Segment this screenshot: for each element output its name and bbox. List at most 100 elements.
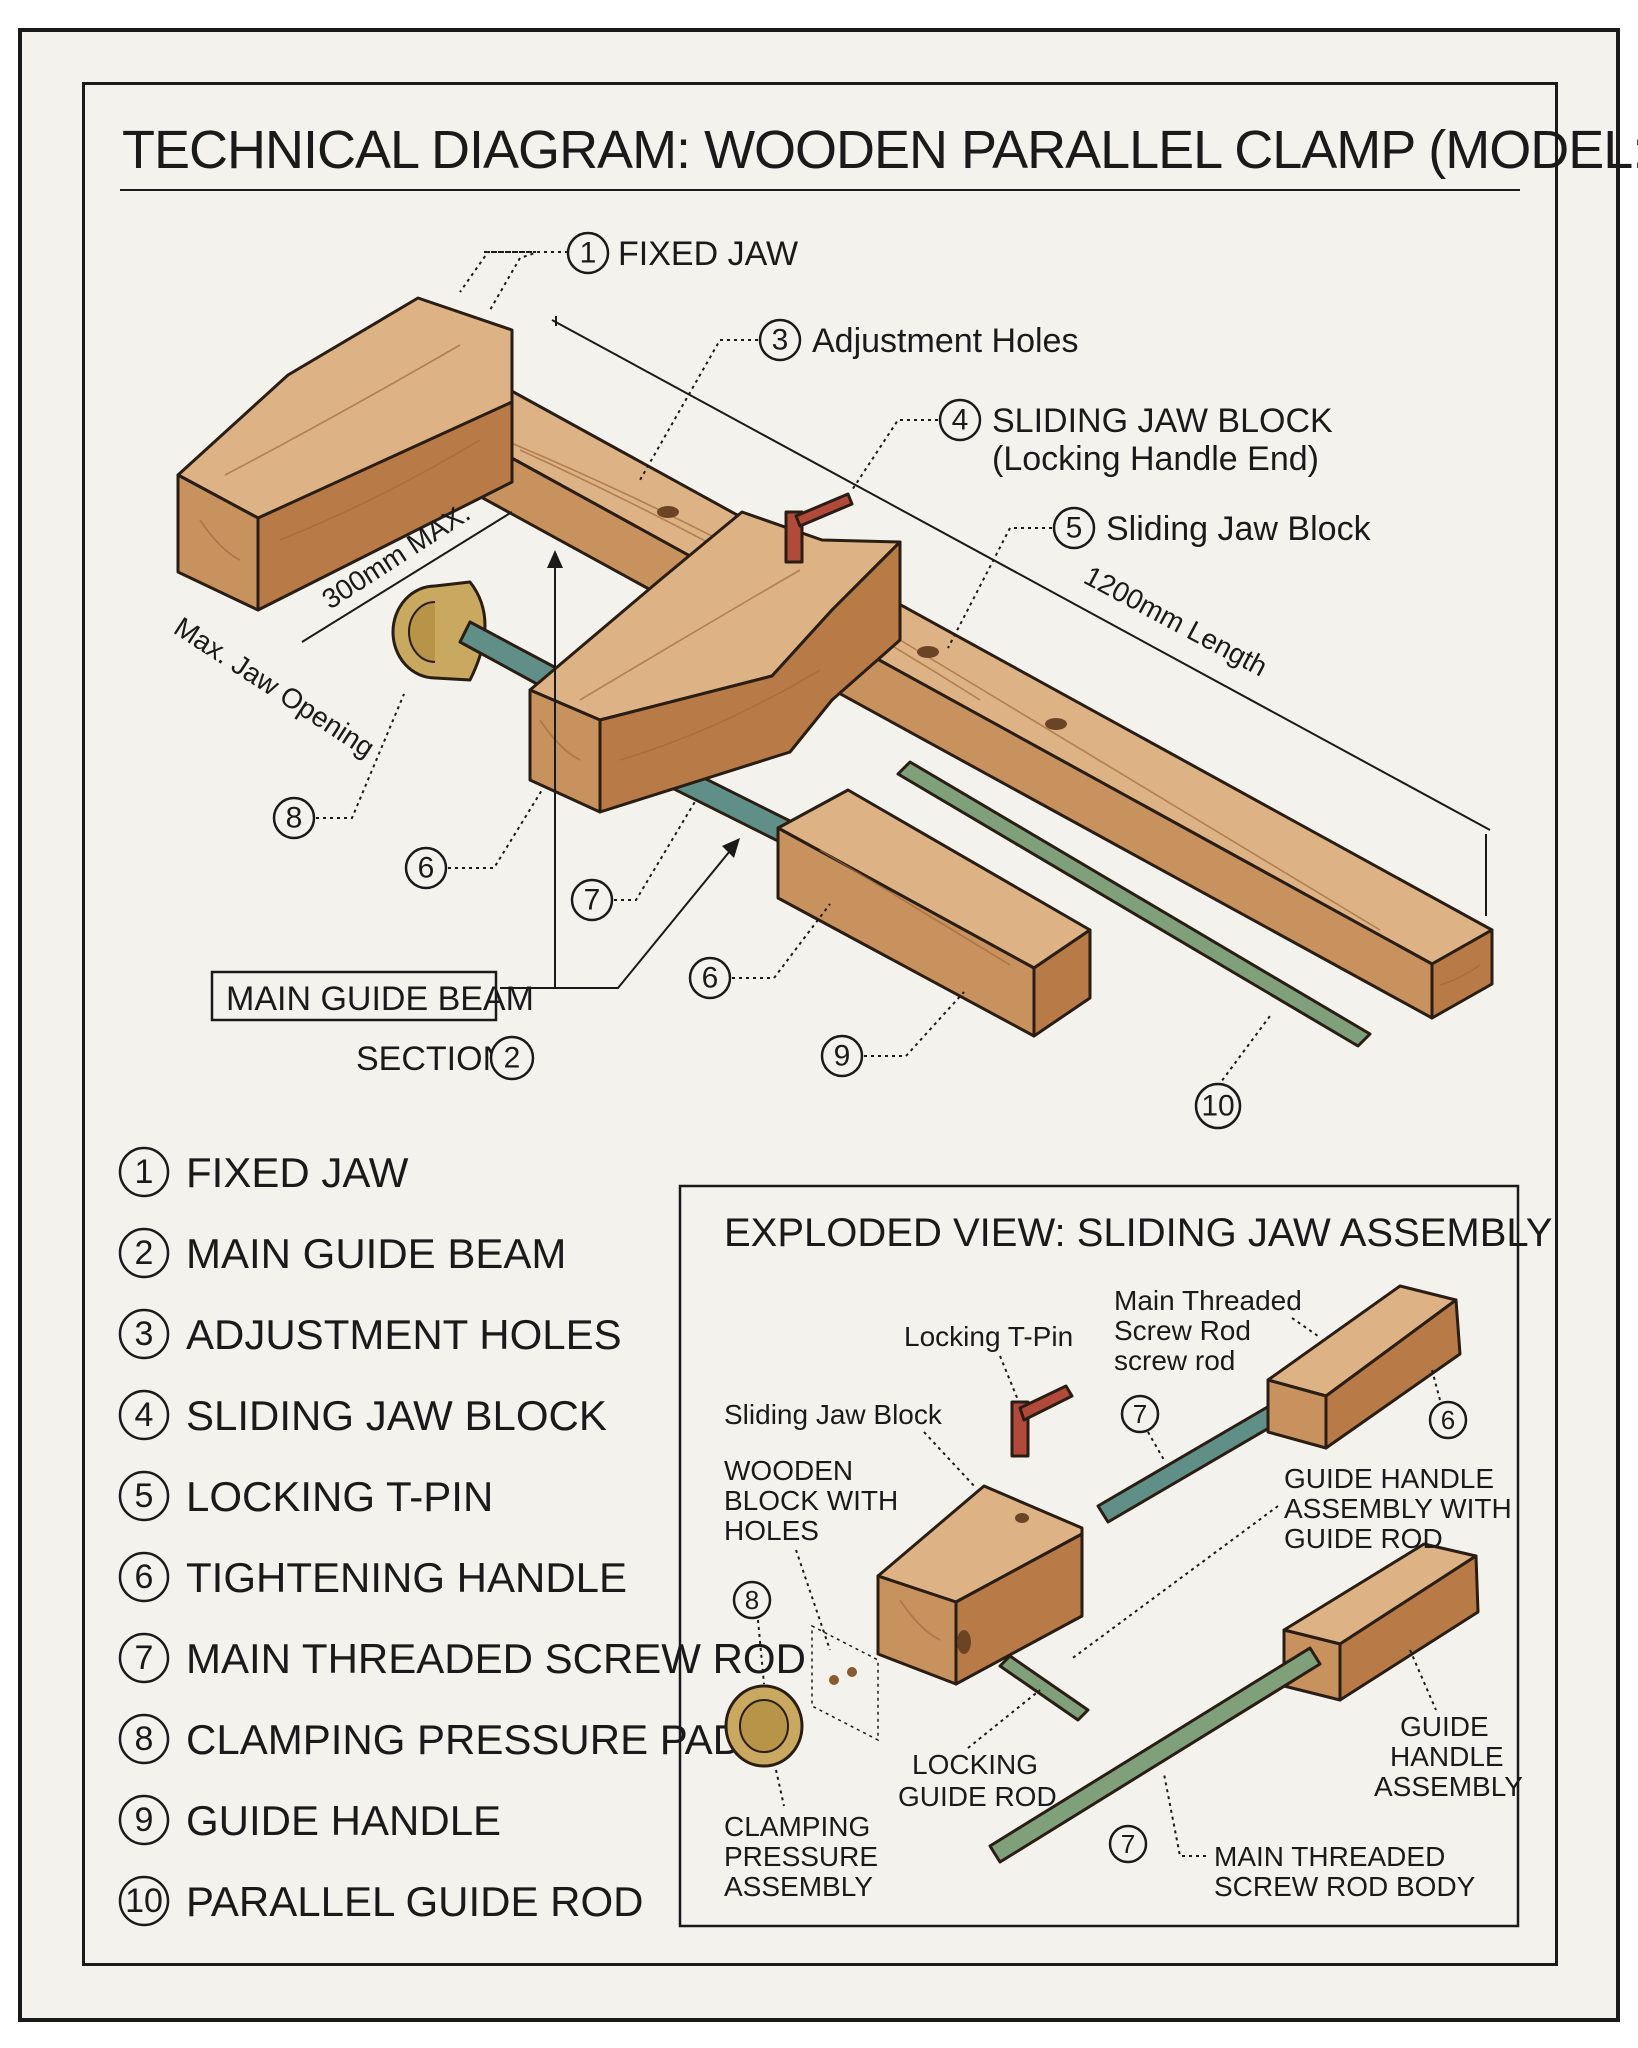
callout-4-num: 4 (952, 404, 969, 437)
exploded-title: EXPLODED VIEW: SLIDING JAW ASSEMBLY (724, 1211, 1552, 1255)
adjustment-hole-3 (1045, 718, 1067, 730)
callout-10-num: 10 (1201, 1090, 1234, 1123)
legend-number-circle (118, 1389, 170, 1441)
exploded-main-threaded-1: Main Threaded (1114, 1285, 1302, 1316)
callout-fixed-jaw: FIXED JAW (618, 235, 798, 273)
exploded-callout-7a: 7 (1133, 1399, 1147, 1429)
legend-number: 2 (135, 1234, 154, 1272)
legend-label: ADJUSTMENT HOLES (186, 1311, 622, 1358)
exploded-guide-handle-3: ASSEMBLY (1374, 1771, 1523, 1802)
legend-number-circle (118, 1713, 170, 1765)
legend-label: CLAMPING PRESSURE PAD (186, 1716, 743, 1763)
exploded-main-threaded-body-1: MAIN THREADED (1214, 1841, 1445, 1872)
pressure-pad-shape (391, 580, 487, 682)
exploded-clamping-3: ASSEMBLY (724, 1871, 873, 1902)
exploded-view-box (678, 1184, 1520, 1928)
exploded-wooden-block-1: WOODEN (724, 1455, 853, 1486)
jaw-dimension-line (301, 511, 513, 643)
legend-label: MAIN THREADED SCREW ROD (186, 1635, 806, 1682)
length-dimension-line (551, 319, 1491, 831)
callout-sliding-jaw-lock-line1: SLIDING JAW BLOCK (992, 402, 1333, 440)
legend-label: PARALLEL GUIDE ROD (186, 1878, 643, 1925)
exploded-jaw-block-shape (876, 1484, 1084, 1686)
exploded-locking-guide-rod-2: GUIDE ROD (898, 1781, 1057, 1812)
fixed-jaw-shape (176, 296, 514, 612)
legend-item: 2 MAIN GUIDE BEAM (118, 1227, 566, 1279)
exploded-guide-handle-with-3: GUIDE ROD (1284, 1523, 1443, 1554)
callout-3-num: 3 (772, 324, 789, 357)
exploded-locking-rod-shape (998, 1654, 1090, 1722)
main-guide-beam-label: MAIN GUIDE BEAM (226, 980, 534, 1018)
legend-label: MAIN GUIDE BEAM (186, 1230, 566, 1277)
exploded-handle-lower-shape (1282, 1542, 1480, 1702)
legend-number-circle (118, 1308, 170, 1360)
callout-adjustment-holes: Adjustment Holes (812, 322, 1078, 360)
exploded-pad-shape (724, 1684, 804, 1768)
exploded-handle-top-shape (1266, 1284, 1462, 1450)
legend-number: 8 (135, 1720, 154, 1758)
locking-t-pin-shape (784, 492, 854, 564)
legend-item: 1 FIXED JAW (118, 1146, 409, 1198)
callout-7-num: 7 (584, 884, 601, 917)
exploded-guide-handle-2: HANDLE (1390, 1741, 1504, 1772)
sliding-jaw-block-shape (528, 510, 902, 814)
parallel-guide-rod-shape (896, 760, 1372, 1048)
legend-item: 8 CLAMPING PRESSURE PAD (118, 1713, 743, 1765)
exploded-sliding-jaw-block: Sliding Jaw Block (724, 1399, 943, 1430)
callout-6b-num: 6 (702, 962, 719, 995)
main-guide-beam-box (210, 970, 498, 1022)
exploded-clamping-1: CLAMPING (724, 1811, 870, 1842)
dimension-lines (301, 316, 1491, 989)
legend-item: 10 PARALLEL GUIDE ROD (118, 1875, 643, 1927)
exploded-locking-guide-rod-1: LOCKING (912, 1749, 1038, 1780)
legend-item: 7 MAIN THREADED SCREW ROD (118, 1632, 806, 1684)
drawing-frame (82, 82, 1558, 1966)
section-label: SECTION (356, 1040, 507, 1078)
exploded-guide-handle-1: GUIDE (1400, 1711, 1489, 1742)
exploded-guide-handle-with-2: ASSEMBLY WITH (1284, 1493, 1512, 1524)
legend-item: 3 ADJUSTMENT HOLES (118, 1308, 622, 1360)
legend-number: 5 (135, 1477, 154, 1515)
exploded-wooden-block-3: HOLES (724, 1515, 819, 1546)
callout-9-num: 9 (834, 1040, 851, 1073)
legend-item: 5 LOCKING T-PIN (118, 1470, 493, 1522)
exploded-locking-t-pin: Locking T-Pin (904, 1321, 1073, 1352)
callout-8-num: 8 (286, 802, 303, 835)
legend-number: 10 (125, 1882, 163, 1920)
legend-label: LOCKING T-PIN (186, 1473, 493, 1520)
page-title: TECHNICAL DIAGRAM: WOODEN PARALLEL CLAMP… (122, 120, 1638, 180)
legend-number: 6 (135, 1558, 154, 1596)
legend-number: 3 (135, 1315, 154, 1353)
legend-number-circle (118, 1632, 170, 1684)
legend-number-circle (118, 1146, 170, 1198)
legend-number: 1 (135, 1153, 154, 1191)
exploded-main-threaded-body-2: SCREW ROD BODY (1214, 1871, 1476, 1902)
exploded-view: EXPLODED VIEW: SLIDING JAW ASSEMBLY (678, 1184, 1552, 1928)
callout-6a-num: 6 (418, 852, 435, 885)
callout-sliding-jaw-lock-line2: (Locking Handle End) (992, 440, 1319, 478)
exploded-clamping-2: PRESSURE (724, 1841, 878, 1872)
exploded-wooden-block-2: BLOCK WITH (724, 1485, 898, 1516)
legend-number: 7 (135, 1639, 154, 1677)
legend-label: FIXED JAW (186, 1149, 409, 1196)
legend-number-circle (118, 1794, 170, 1846)
main-view: 300mm MAX. Max. Jaw Opening 1200mm Lengt… (169, 231, 1494, 1130)
exploded-callout-7b: 7 (1121, 1829, 1135, 1859)
section-num: 2 (504, 1042, 521, 1075)
parts-legend: 1 FIXED JAW 2 MAIN GUIDE BEAM 3 ADJUSTMENT HO… (118, 1146, 806, 1927)
legend-number: 9 (135, 1801, 154, 1839)
adjustment-hole-2 (917, 646, 939, 658)
exploded-main-threaded-3: screw rod (1114, 1345, 1235, 1376)
legend-number-circle (118, 1551, 170, 1603)
legend-number-circle (118, 1227, 170, 1279)
legend-item: 9 GUIDE HANDLE (118, 1794, 501, 1846)
adjustment-hole-1 (657, 506, 679, 518)
exploded-hole-detail (811, 1624, 879, 1742)
legend-number-circle (118, 1470, 170, 1522)
callout-5-num: 5 (1066, 512, 1083, 545)
legend-number-circle (118, 1875, 170, 1927)
exploded-callout-8: 8 (745, 1585, 759, 1615)
legend-label: GUIDE HANDLE (186, 1797, 501, 1844)
